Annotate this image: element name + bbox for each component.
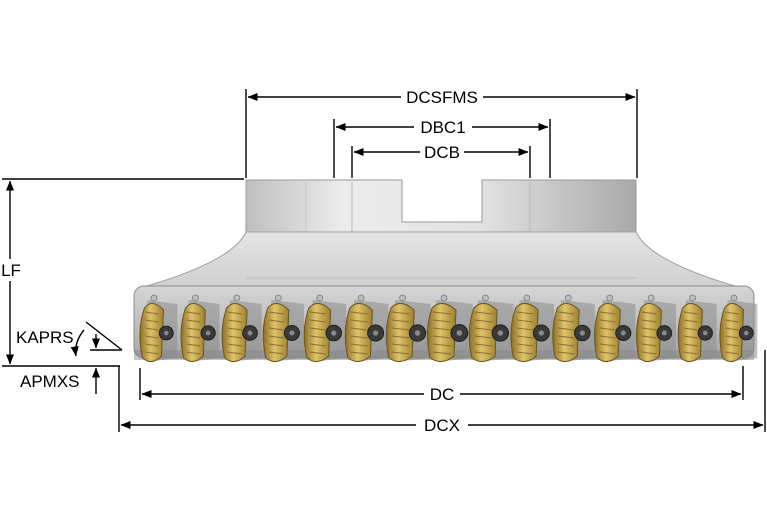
cutting-insert (468, 294, 514, 362)
label-dc: DC (430, 385, 455, 404)
cutting-insert (180, 294, 220, 362)
label-backgrounds (0, 87, 483, 435)
cutting-insert (552, 294, 595, 362)
insert-row (139, 294, 758, 362)
label-dbc1: DBC1 (420, 118, 465, 137)
cutting-insert (677, 294, 717, 362)
cutting-insert (635, 294, 677, 362)
label-dcx: DCX (424, 416, 460, 435)
kaprs-arc (70, 329, 85, 357)
cutting-insert (426, 294, 473, 362)
label-lf: LF (1, 261, 21, 280)
cutting-insert (385, 294, 431, 362)
cutting-insert (262, 294, 304, 362)
cutting-insert (139, 294, 178, 362)
label-dcb: DCB (424, 143, 460, 162)
cutting-insert (221, 294, 262, 362)
label-dcsfms: DCSFMS (406, 88, 478, 107)
cutting-insert (344, 294, 389, 362)
cutting-insert (594, 294, 636, 362)
cutting-insert (303, 294, 347, 362)
cutting-insert (719, 294, 758, 362)
dimension-labels: DCSFMS DBC1 DCB LF KAPRS APMXS DC DCX (1, 88, 478, 435)
label-apmxs: APMXS (20, 372, 80, 391)
cutting-insert (510, 294, 555, 362)
cone (139, 231, 743, 289)
label-kaprs: KAPRS (16, 328, 74, 347)
